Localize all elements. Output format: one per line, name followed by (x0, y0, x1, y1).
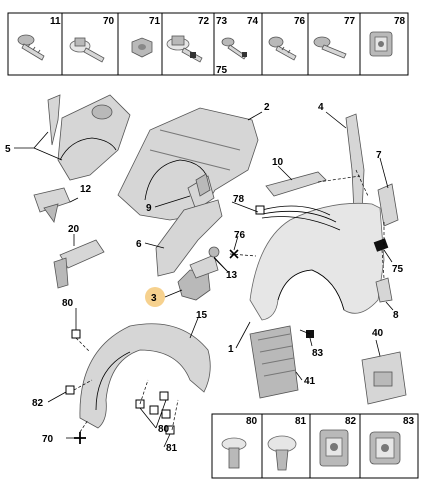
hex-nut-icon (131, 37, 153, 58)
callout-75: 75 (392, 264, 404, 275)
callout-41: 41 (304, 376, 316, 387)
callout-83: 83 (312, 348, 324, 359)
label-11: 11 (50, 16, 61, 27)
top-fastener-strip: 11 70 71 72 73 75 74 76 77 78 (7, 12, 409, 76)
label-78: 78 (394, 16, 406, 27)
callout-13: 13 (226, 270, 238, 281)
callout-40: 40 (372, 328, 384, 339)
clip-box-80-c (149, 405, 159, 415)
support-bar-20 (53, 239, 105, 289)
callout-20: 20 (68, 224, 80, 235)
bottom-fastener-strip: 80 81 82 83 (211, 413, 419, 479)
callout-15: 15 (196, 310, 208, 321)
mushroom-clip-icon (267, 435, 297, 471)
flange-bolt-icon (313, 36, 347, 59)
callout-81: 81 (166, 443, 178, 454)
callout-80-top: 80 (62, 298, 74, 309)
callout-9: 9 (146, 203, 152, 214)
label-83: 83 (403, 416, 415, 427)
label-81: 81 (295, 416, 307, 427)
a-pillar-4 (345, 113, 365, 213)
callout-76: 76 (234, 230, 246, 241)
bolt-with-washer-icon (166, 35, 203, 63)
front-fender-1 (249, 202, 385, 321)
label-71: 71 (149, 16, 161, 27)
upper-bracket-10 (265, 171, 327, 197)
flange-screw-icon (69, 37, 105, 63)
wheel-arch-liner-15 (79, 323, 211, 429)
label-75-top: 75 (216, 65, 228, 76)
label-80: 80 (246, 416, 258, 427)
callout-7: 7 (376, 150, 382, 161)
bracket-3 (177, 254, 219, 301)
main-exploded-view: 5 2 4 10 7 12 9 78 20 6 76 75 13 3 80 8 … (5, 94, 407, 454)
grommet-8 (375, 277, 393, 303)
small-screw-icon (221, 37, 247, 60)
label-77: 77 (344, 16, 356, 27)
callout-12: 12 (80, 184, 92, 195)
callout-82: 82 (32, 398, 44, 409)
callout-2: 2 (264, 102, 270, 113)
clip-box-80-e (161, 409, 171, 419)
label-70: 70 (103, 16, 115, 27)
label-76: 76 (294, 16, 306, 27)
marker-76 (229, 249, 239, 259)
harness-78 (255, 205, 341, 231)
lower-reinforcement-6 (155, 199, 223, 277)
clip-box-82 (65, 385, 75, 395)
callout-80-bottom: 80 (158, 424, 170, 435)
callout-10: 10 (272, 157, 284, 168)
square-clip-nut-icon (319, 429, 349, 467)
panel-40 (361, 351, 407, 405)
clip-box-80-a (71, 329, 81, 339)
callout-3: 3 (151, 293, 157, 304)
callout-70: 70 (42, 434, 54, 445)
retaining-clip-icon (369, 31, 393, 57)
bracket-12 (33, 187, 71, 223)
torx-screw-icon (268, 36, 297, 61)
plastic-rivet-icon (221, 437, 247, 469)
self-tapping-screw-icon (17, 34, 45, 61)
callout-8: 8 (393, 310, 399, 321)
label-73: 73 (216, 16, 228, 27)
label-74: 74 (247, 16, 259, 27)
callout-1: 1 (228, 344, 234, 355)
callout-6: 6 (136, 239, 142, 250)
sound-pad-41 (249, 325, 299, 399)
rear-quarter-inner-panel (117, 107, 259, 221)
clip-box-80-d (159, 391, 169, 401)
callout-5: 5 (5, 144, 11, 155)
callout-78: 78 (233, 194, 245, 205)
seal-75 (373, 238, 389, 252)
callout-4: 4 (318, 102, 324, 113)
bracket-9 (187, 173, 215, 211)
highlight-part-3 (145, 287, 165, 307)
rear-wheelhouse-panel (47, 94, 131, 181)
label-72: 72 (198, 16, 210, 27)
speed-nut-icon (369, 431, 401, 465)
label-82: 82 (345, 416, 357, 427)
